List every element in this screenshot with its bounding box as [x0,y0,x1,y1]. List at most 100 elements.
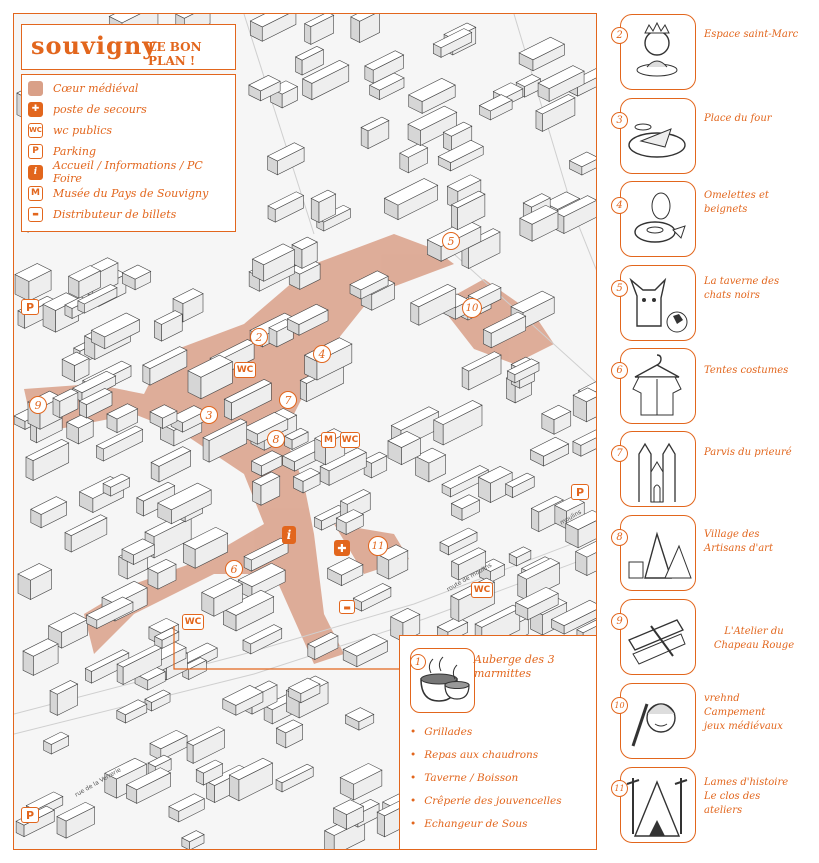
building [56,801,96,839]
building [249,14,297,42]
building [142,346,188,386]
building [250,450,283,477]
spot-6[interactable]: 6 [225,560,243,578]
parking-east[interactable]: P [571,484,589,500]
sidebar-card-10[interactable] [620,683,696,759]
building [319,447,367,486]
building [147,558,177,590]
building [407,105,458,146]
spot-9[interactable]: 9 [29,396,47,414]
building [352,583,392,612]
building [350,14,380,43]
building [303,14,335,45]
building [408,78,456,114]
building [439,527,478,556]
sidebar-label-7: Parvis du prieuré [704,447,792,458]
atm-pin[interactable]: ▬ [339,600,355,614]
building [22,638,59,676]
building [342,633,389,668]
building [369,72,405,101]
wc-pin-4[interactable]: WC [471,582,493,598]
building [517,558,561,601]
building [90,312,141,350]
building [116,699,148,724]
building [432,28,473,58]
sidebar-num-11: 11 [611,780,628,797]
spot-5[interactable]: 5 [442,232,460,250]
list-item: Echangeur de Sous [410,818,562,841]
sidebar-card-5[interactable] [620,265,696,341]
building [286,303,329,336]
spot-11[interactable]: 11 [368,536,388,556]
legend-item-museum: M Musée du Pays de Souvigny [28,184,208,202]
sidebar-card-7[interactable] [620,431,696,507]
spot-7[interactable]: 7 [279,391,297,409]
building [535,94,576,132]
sidebar-label-4: Omelettes et beignets [704,190,769,215]
building [17,563,53,600]
first-aid-pin[interactable]: ✚ [334,540,350,556]
building [170,405,207,433]
building [42,731,70,755]
parking-west[interactable]: P [21,299,39,315]
title-box: souvigny LE BON PLAN ! [21,24,236,70]
building [149,729,188,761]
building [125,767,172,804]
wc-icon: WC [28,122,43,138]
auberge-list: Grillades Repas aux chaudrons Taverne / … [410,726,562,841]
sidebar-card-9[interactable] [620,599,696,675]
auberge-panel: 1 Auberge des 3 marmittes Grillades Repa… [399,635,597,850]
sidebar-card-3[interactable] [620,98,696,174]
wc-pin-2[interactable]: WC [340,432,360,448]
info-pin[interactable]: i [282,526,296,544]
building [52,388,79,419]
king-eating-icon [636,21,678,77]
knight-child-icon [631,703,676,747]
sidebar-label-5: La taverne des chats noirs [704,276,780,301]
building [150,446,192,483]
wc-pin-3[interactable]: WC [182,614,204,630]
building [106,403,139,434]
auberge-connector [173,626,400,670]
building [518,36,566,72]
building [85,596,134,630]
sidebar-num-7: 7 [611,445,628,462]
sidebar-card-2[interactable] [620,14,696,90]
sidebar-card-4[interactable] [620,181,696,257]
building [565,509,596,549]
parking-south[interactable]: P [21,807,39,823]
building [228,757,274,802]
building [121,538,155,566]
building [66,414,94,445]
wc-pin-1[interactable]: WC [234,362,256,378]
spot-3[interactable]: 3 [200,406,218,424]
sidebar-label-10: vrehnd Campement jeux médiévaux [704,693,783,732]
papers-icon [628,619,686,665]
sidebar-num-3: 3 [611,112,628,129]
parking-icon: P [28,143,43,159]
sidebar-num-5: 5 [611,280,628,297]
sidebar-card-8[interactable] [620,515,696,591]
building [568,151,596,176]
spot-2[interactable]: 2 [250,328,268,346]
building [301,60,350,101]
building [242,624,283,655]
sidebar-card-11[interactable] [620,767,696,843]
spot-8[interactable]: 8 [267,430,285,448]
building [251,243,296,282]
medieval-swatch-icon [28,80,43,96]
first-aid-icon: ✚ [28,101,43,117]
building [399,143,429,174]
spot-4[interactable]: 4 [313,345,331,363]
legend-item-info: i Accueil / Informations / PC Foire [28,159,235,185]
building [508,546,532,567]
building [78,388,113,419]
list-item: Crêperie des jouvencelles [410,795,561,818]
sidebar-card-6[interactable] [620,348,696,424]
building [575,540,596,577]
list-item: Grillades [410,726,562,749]
spot-10[interactable]: 10 [462,298,482,318]
building [267,191,305,223]
museum-pin[interactable]: M [321,432,336,448]
weapons-tent-icon [626,778,688,837]
